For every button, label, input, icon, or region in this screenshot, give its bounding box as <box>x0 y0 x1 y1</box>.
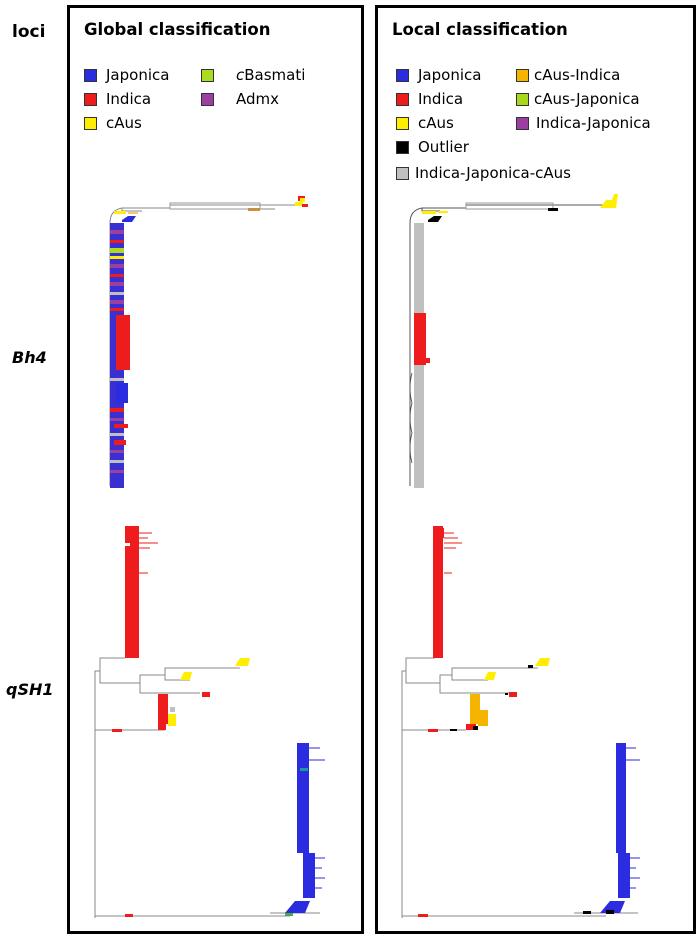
legend-label: cAus-Japonica <box>534 90 640 108</box>
legend-item-japonica: Japonica <box>84 66 169 84</box>
legend-label: Indica-Japonica <box>536 114 651 132</box>
swatch-caus-japonica <box>516 92 529 106</box>
legend-item-caus: cAus <box>396 114 454 132</box>
legend-item-indica-japonica-caus: Indica-Japonica-cAus <box>396 164 571 182</box>
row-label-qsh1: qSH1 <box>6 680 54 699</box>
legend-label: Japonica <box>106 66 170 84</box>
swatch-caus <box>84 116 97 130</box>
local-classification-panel: Local classification Japonica Indica cAu… <box>375 5 696 934</box>
loci-header: loci <box>12 22 46 42</box>
legend-item-indica-japonica: Indica-Japonica <box>516 114 651 132</box>
legend-item-indica: Indica <box>84 90 151 108</box>
swatch-japonica <box>84 68 97 82</box>
legend-item-japonica: Japonica <box>396 66 481 84</box>
legend-label: cAus <box>106 114 142 132</box>
legend-label: Indica-Japonica-cAus <box>415 164 571 182</box>
legend-label: cBasmati <box>236 66 306 84</box>
legend-label: Outlier <box>418 138 469 156</box>
swatch-indica <box>84 92 97 106</box>
legend-item-outlier: Outlier <box>396 138 469 156</box>
swatch-outlier <box>396 140 409 154</box>
swatch-japonica <box>396 68 409 82</box>
legend-item-indica: Indica <box>396 90 463 108</box>
legend-label: Indica <box>106 90 152 108</box>
bh4-local-tree <box>401 194 640 918</box>
bh4-global-tree <box>94 196 325 918</box>
legend-item-cbasmati: cBasmati <box>201 66 305 84</box>
row-label-bh4: Bh4 <box>12 348 47 367</box>
swatch-indica <box>396 92 409 106</box>
legend-label: Japonica <box>418 66 482 84</box>
legend-item-caus-japonica: cAus-Japonica <box>516 90 640 108</box>
legend-item-caus: cAus <box>84 114 142 132</box>
legend-label: Admx <box>236 90 280 108</box>
global-classification-panel: Global classification Japonica Indica cA… <box>67 5 364 934</box>
swatch-indica-japonica-caus <box>396 166 409 180</box>
swatch-cbasmati <box>201 68 214 82</box>
legend-label: cAus-Indica <box>534 66 621 84</box>
legend-label: cAus <box>418 114 454 132</box>
legend-item-caus-indica: cAus-Indica <box>516 66 620 84</box>
swatch-caus-indica <box>516 68 529 82</box>
panel-title-local: Local classification <box>392 20 568 39</box>
legend-label: Indica <box>418 90 464 108</box>
legend-item-admx: Admx <box>201 90 279 108</box>
swatch-caus <box>396 116 409 130</box>
panel-title-global: Global classification <box>84 20 271 39</box>
swatch-indica-japonica <box>516 116 529 130</box>
swatch-admx <box>201 92 214 106</box>
